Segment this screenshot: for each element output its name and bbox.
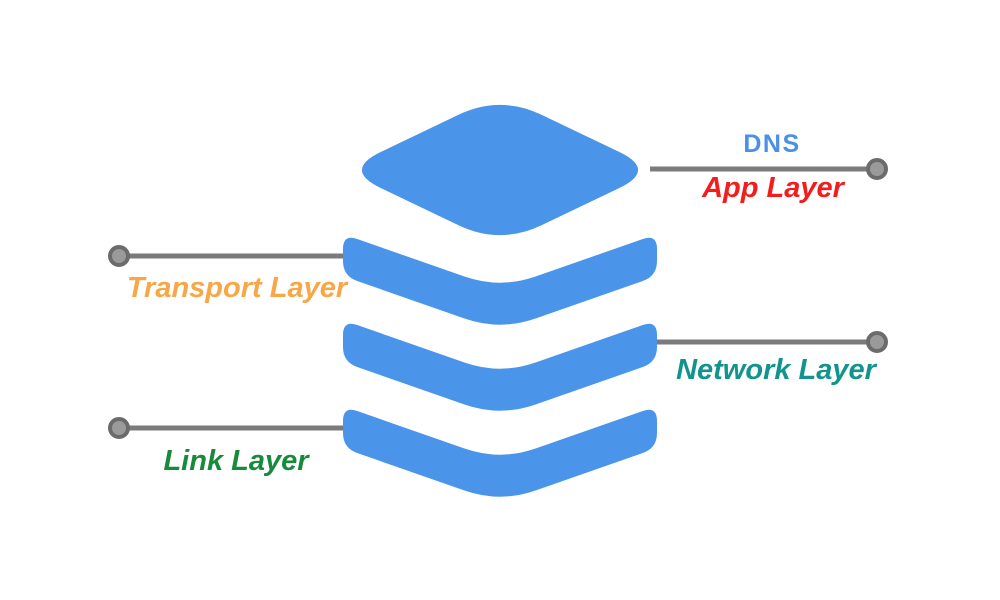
network-layer-shape bbox=[343, 323, 657, 411]
app-connector-dot bbox=[866, 158, 888, 180]
link-layer-shape bbox=[343, 409, 657, 497]
transport-layer-label: Transport Layer bbox=[127, 272, 349, 304]
app-layer-label: App Layer bbox=[701, 172, 846, 204]
transport-connector-dot bbox=[108, 245, 130, 267]
link-layer-label: Link Layer bbox=[163, 445, 310, 477]
app-layer-shape bbox=[361, 104, 639, 236]
network-connector-dot bbox=[866, 331, 888, 353]
transport-layer-shape bbox=[343, 237, 657, 325]
link-connector-dot bbox=[108, 417, 130, 439]
dns-label: DNS bbox=[743, 130, 800, 158]
network-layer-label: Network Layer bbox=[676, 354, 878, 386]
